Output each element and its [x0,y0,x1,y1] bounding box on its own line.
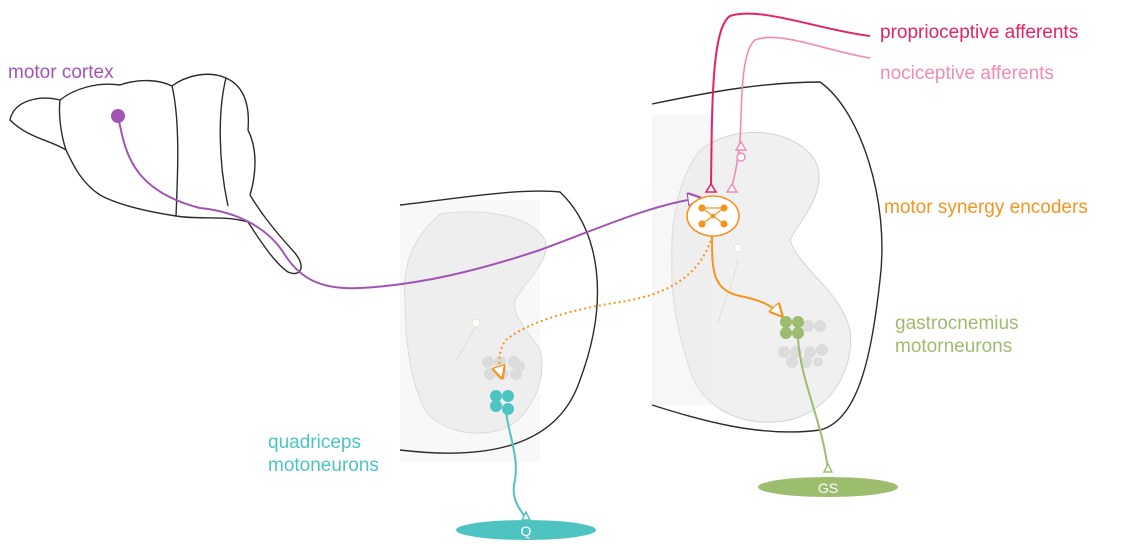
brain [10,74,301,273]
brain-fold-3 [220,78,228,206]
spinal-segment-left [400,191,597,462]
gs-muscle: GS [758,477,898,497]
quadriceps-label-line-1: quadriceps [268,431,379,454]
synergy-encoder [687,196,739,236]
q-muscle-label: Q [521,523,532,539]
gastrocnemius-label: gastrocnemius motorneurons [895,312,1019,358]
gastrocnemius-label-line-2: motorneurons [895,335,1019,358]
brain-fold-2 [172,86,178,216]
segment-body-right [652,115,712,405]
gs-muscle-label: GS [818,480,838,496]
nociceptive-afferents-label: nociceptive afferents [880,62,1054,85]
motor-cortex-label: motor cortex [8,61,114,84]
quadriceps-label: quadriceps motoneurons [268,431,379,477]
motor-synergy-encoders-label: motor synergy encoders [884,196,1088,219]
brain-outline [10,74,301,273]
spinal-segment-right [652,82,882,432]
brain-fold-1 [59,100,66,150]
quadriceps-label-line-2: motoneurons [268,454,379,477]
motor-cortex-neuron [111,109,125,123]
q-muscle: Q [456,520,596,540]
proprioceptive-afferents-label: proprioceptive afferents [880,21,1078,44]
gastrocnemius-label-line-1: gastrocnemius [895,312,1019,335]
